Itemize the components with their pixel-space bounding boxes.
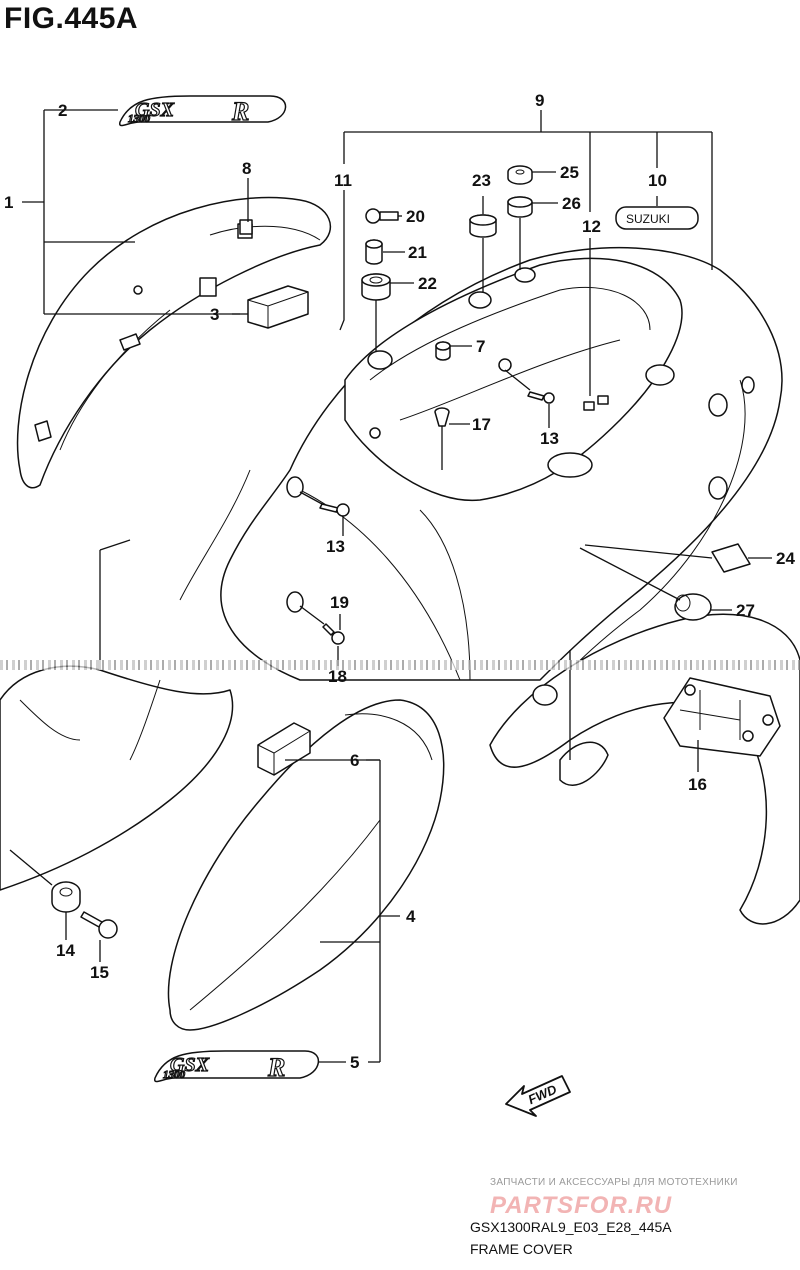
- emblem-suzuki: SUZUKI: [615, 206, 699, 230]
- callout-25: 25: [560, 163, 579, 182]
- screw-20: [365, 208, 399, 224]
- callout-16: 16: [688, 775, 707, 794]
- callout-1: 1: [4, 193, 13, 212]
- callout-13-upper: 13: [540, 429, 559, 448]
- grommet-27: [674, 593, 712, 621]
- callout-10: 10: [648, 171, 667, 190]
- callout-5: 5: [350, 1053, 359, 1072]
- callout-21: 21: [408, 243, 427, 262]
- hardware: [51, 165, 781, 939]
- grommet-22: [361, 273, 391, 301]
- watermark-brand: PARTSFOR.RU: [490, 1192, 673, 1219]
- callout-18: 18: [328, 667, 347, 686]
- callout-12: 12: [582, 217, 601, 236]
- emblem-gsx1300r-upper: GSX R 1300: [119, 95, 287, 127]
- nut-25: [507, 165, 533, 185]
- callout-15: 15: [90, 963, 109, 982]
- figure-title: FIG.445A: [4, 2, 139, 35]
- emblem-1300-text: 1300: [163, 1069, 186, 1081]
- callout-23: 23: [472, 171, 491, 190]
- callout-7: 7: [476, 337, 485, 356]
- grommet-26: [507, 196, 533, 218]
- labels-12: [583, 395, 609, 411]
- cushion-block-upper: [247, 285, 309, 329]
- emblem-gsx1300r-lower: GSX R 1300: [154, 1050, 320, 1083]
- callout-24: 24: [776, 549, 795, 568]
- frame-cover-main: [179, 246, 783, 681]
- emblem-gsx-text: GSX: [170, 1054, 210, 1076]
- screw-19: [322, 623, 345, 645]
- bracket-16: [663, 677, 781, 757]
- tail-cover: [167, 699, 445, 1031]
- callout-20: 20: [406, 207, 425, 226]
- forward-direction-arrow: FWD: [505, 1075, 571, 1117]
- suzuki-text: SUZUKI: [626, 212, 670, 226]
- callout-2: 2: [58, 101, 67, 120]
- collar-21: [365, 239, 383, 265]
- label-24: [711, 543, 751, 573]
- screw-13-upper: [527, 391, 555, 404]
- callout-13-lower: 13: [326, 537, 345, 556]
- callout-17: 17: [472, 415, 491, 434]
- section-name: FRAME COVER: [470, 1241, 573, 1257]
- callout-22: 22: [418, 274, 437, 293]
- model-code: GSX1300RAL9_E03_E28_445A: [470, 1219, 672, 1235]
- screw-15: [80, 911, 118, 939]
- nut-7: [435, 341, 451, 361]
- callout-19: 19: [330, 593, 349, 612]
- callout-9: 9: [535, 91, 544, 110]
- clip-17: [434, 407, 450, 427]
- emblem-gsx-text: GSX: [135, 99, 175, 121]
- callout-27: 27: [736, 601, 755, 620]
- callout-4: 4: [406, 907, 416, 926]
- callout-3: 3: [210, 305, 219, 324]
- lower-left-cover: [0, 665, 234, 891]
- emblem-r-text: R: [231, 97, 249, 126]
- callout-8: 8: [242, 159, 251, 178]
- callout-11: 11: [334, 171, 352, 190]
- callout-26: 26: [562, 194, 581, 213]
- watermark-caption: ЗАПЧАСТИ И АКСЕССУАРЫ ДЛЯ МОТОТЕХНИКИ: [490, 1177, 738, 1188]
- left-side-cover: [16, 196, 331, 489]
- callout-6: 6: [350, 751, 359, 770]
- emblem-r-text: R: [267, 1053, 285, 1082]
- clip-8: [239, 219, 253, 235]
- callout-14: 14: [56, 941, 75, 960]
- leader-lines: [9, 109, 772, 1063]
- cushion-block-lower: [257, 722, 311, 776]
- scan-artifact: [0, 660, 800, 670]
- callouts: 1 2 3 4 5 6 7 8 9 10 11 12 13 13 14 15 1…: [4, 91, 795, 1072]
- emblem-1300-text: 1300: [128, 113, 151, 125]
- grommet-14: [51, 881, 81, 913]
- grommet-23: [469, 214, 497, 238]
